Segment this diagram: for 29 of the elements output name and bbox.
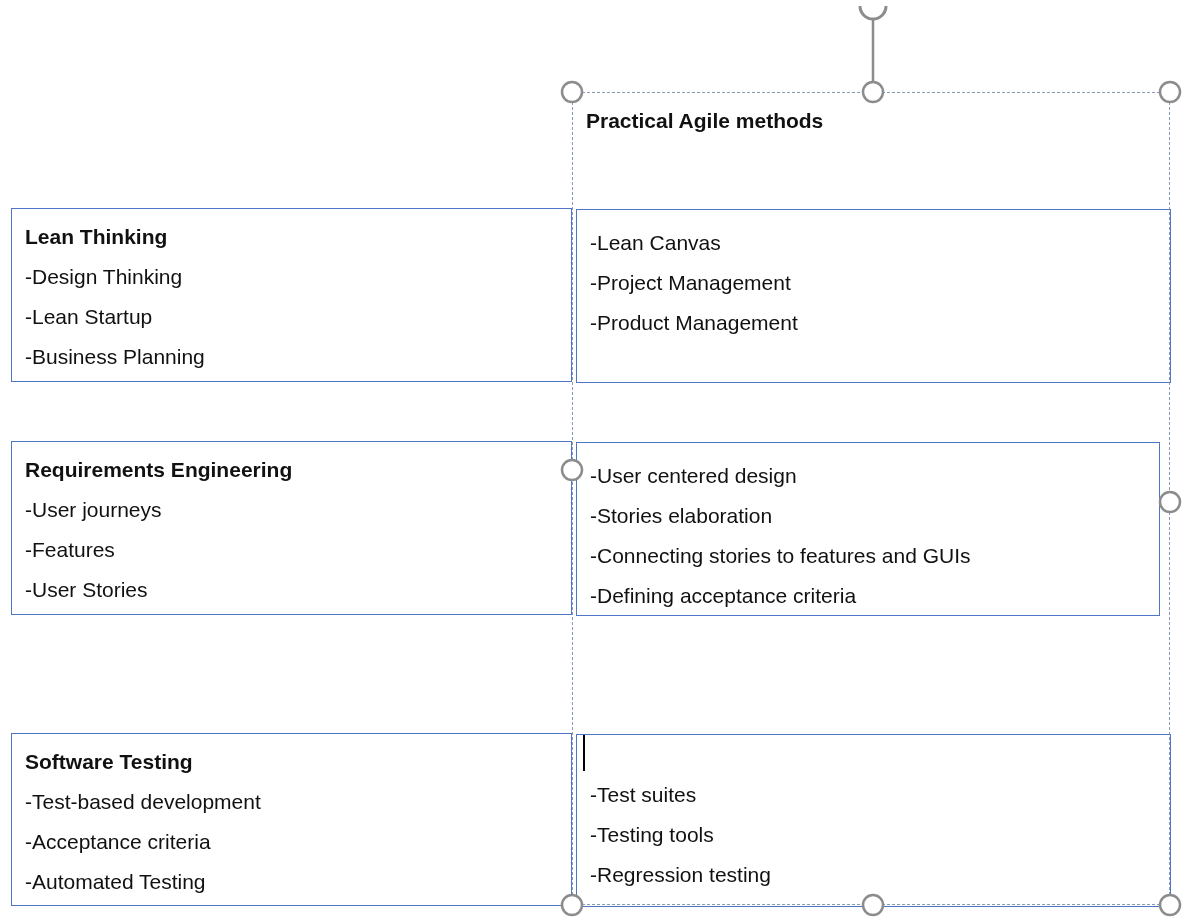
heading: Requirements Engineering	[25, 457, 294, 483]
text-box	[11, 208, 572, 382]
list-item: -Test suites	[590, 782, 698, 808]
list-item: -Automated Testing	[25, 869, 207, 895]
list-item: -User journeys	[25, 497, 163, 523]
list-item: -Lean Startup	[25, 304, 154, 330]
text-box	[576, 734, 1171, 907]
heading: Software Testing	[25, 749, 194, 775]
heading: Practical Agile methods	[586, 108, 825, 134]
list-item: -User Stories	[25, 577, 149, 603]
list-item: -Connecting stories to features and GUIs	[590, 543, 972, 569]
list-item: -Acceptance criteria	[25, 829, 212, 855]
text-box	[11, 733, 572, 906]
list-item: -User centered design	[590, 463, 798, 489]
text-box	[576, 442, 1160, 616]
list-item: -Defining acceptance criteria	[590, 583, 858, 609]
text-box	[11, 441, 572, 615]
list-item: -Business Planning	[25, 344, 206, 370]
list-item: -Stories elaboration	[590, 503, 774, 529]
list-item: -Regression testing	[590, 862, 772, 888]
text-box	[576, 209, 1171, 383]
list-item: -Testing tools	[590, 822, 715, 848]
list-item: -Design Thinking	[25, 264, 184, 290]
list-item: -Test-based development	[25, 789, 262, 815]
list-item: -Product Management	[590, 310, 799, 336]
list-item: -Project Management	[590, 270, 792, 296]
heading: Lean Thinking	[25, 224, 169, 250]
list-item: -Lean Canvas	[590, 230, 722, 256]
list-item: -Features	[25, 537, 116, 563]
